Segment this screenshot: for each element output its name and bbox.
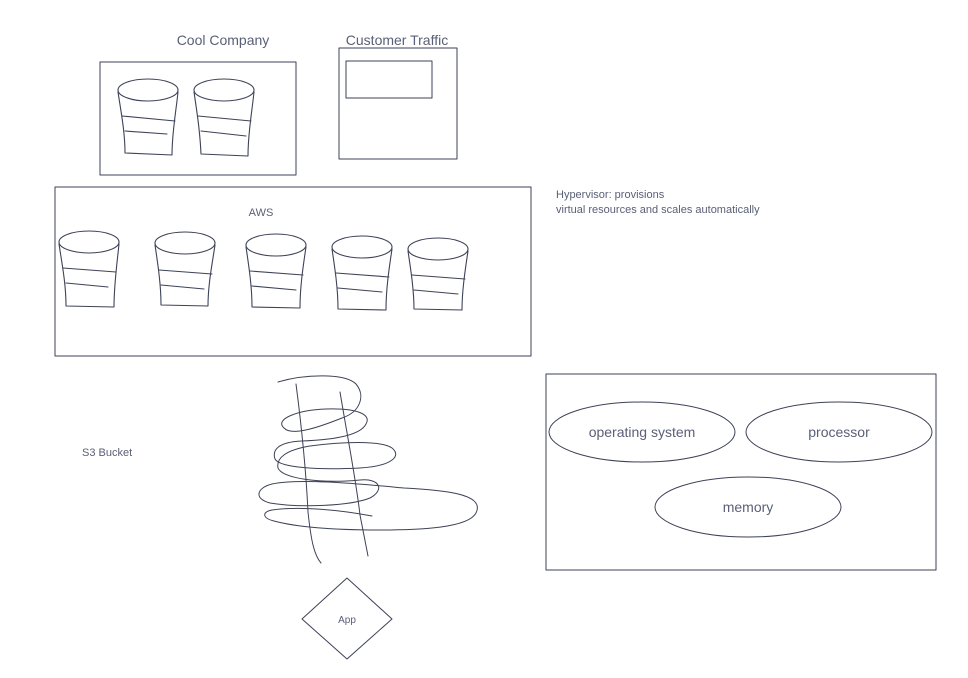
server-cylinder (117, 78, 179, 156)
s3-bucket-scribble (258, 375, 478, 564)
customer-traffic-label: Customer Traffic (346, 32, 448, 48)
hypervisor-note-line2: virtual resources and scales automatical… (556, 204, 760, 216)
aws-label: AWS (249, 207, 274, 219)
server-cylinder (245, 233, 307, 309)
hypervisor-note-line1: Hypervisor: provisions (556, 189, 665, 201)
customer-traffic-box[interactable] (338, 47, 458, 160)
memory-label: memory (723, 499, 774, 515)
aws-box[interactable] (54, 186, 532, 357)
server-cylinder (331, 235, 393, 311)
memory-ellipse[interactable] (654, 476, 842, 538)
server-cylinder (407, 237, 469, 311)
cool-company-label: Cool Company (177, 32, 270, 48)
app-label: App (338, 615, 356, 626)
server-cylinder (154, 231, 216, 307)
processor-label: processor (808, 424, 870, 440)
resources-box[interactable] (545, 373, 937, 571)
server-cylinder (58, 230, 120, 308)
operating-system-ellipse[interactable] (548, 401, 736, 463)
customer-traffic-inner-box (345, 60, 433, 99)
server-cylinder (193, 78, 255, 157)
cool-company-box[interactable] (99, 61, 297, 176)
app-diamond[interactable] (301, 577, 393, 660)
processor-ellipse[interactable] (745, 401, 933, 463)
operating-system-label: operating system (589, 424, 696, 440)
s3-bucket-label: S3 Bucket (82, 447, 132, 459)
